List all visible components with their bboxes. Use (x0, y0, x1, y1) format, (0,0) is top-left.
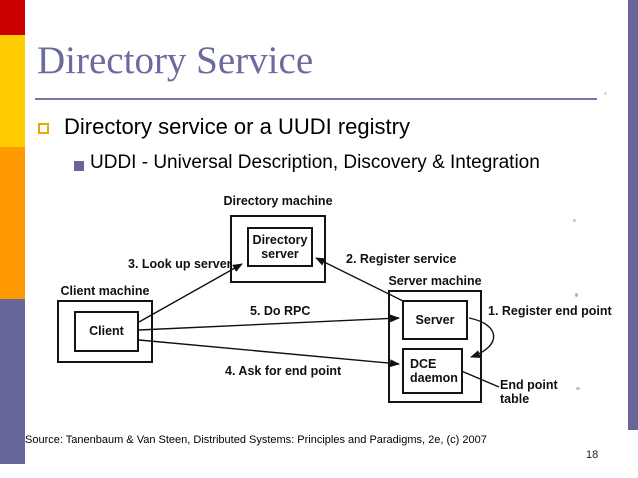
step-4-label: 4. Ask for end point (225, 364, 342, 378)
rpc-diagram: Directory machine Directory server Clien… (50, 188, 612, 420)
slide-title: Directory Service (37, 39, 314, 82)
left-accent-bar-orange (0, 147, 25, 299)
client-machine-label: Client machine (60, 284, 150, 298)
top-left-accent-square-red (0, 0, 25, 35)
scan-artifact (604, 92, 607, 95)
step-1-label: 1. Register end point (488, 304, 612, 318)
bullet-square-outline-icon (38, 123, 49, 134)
server-box: Server (402, 300, 468, 340)
page-number: 18 (586, 449, 599, 461)
client-box: Client (74, 311, 139, 352)
bullet-level2-text: UDDI - Universal Description, Discovery … (90, 152, 540, 173)
step-2-label: 2. Register service (346, 252, 457, 266)
title-underline (35, 98, 597, 100)
server-machine-box (388, 290, 482, 403)
client-machine-box (57, 300, 153, 363)
arrow-look-up-server (138, 263, 243, 323)
bullet-square-filled-icon (74, 161, 84, 171)
scan-artifact (576, 387, 580, 390)
arrow-do-rpc (138, 314, 400, 331)
dce-daemon-box: DCE daemon (402, 348, 463, 394)
scan-artifact (573, 219, 576, 222)
source-citation: Source: Tanenbaum & Van Steen, Distribut… (25, 434, 487, 446)
right-accent-bar-purple (628, 0, 638, 430)
arrow-ask-for-end-point (138, 339, 400, 368)
endpoint-table-label: End point table (500, 378, 558, 407)
server-machine-label: Server machine (388, 274, 482, 288)
bullet-level1-text: Directory service or a UUDI registry (64, 114, 410, 139)
step-3-label: 3. Look up server (128, 257, 232, 271)
scan-artifact (575, 293, 578, 297)
directory-server-box: Directory server (247, 227, 313, 267)
left-accent-bar-purple (0, 299, 25, 464)
directory-machine-box (230, 215, 326, 283)
directory-machine-label: Directory machine (223, 194, 333, 208)
step-5-label: 5. Do RPC (250, 304, 311, 318)
endpoint-table-leader-line (458, 369, 500, 388)
arrow-register-end-point (468, 317, 495, 358)
